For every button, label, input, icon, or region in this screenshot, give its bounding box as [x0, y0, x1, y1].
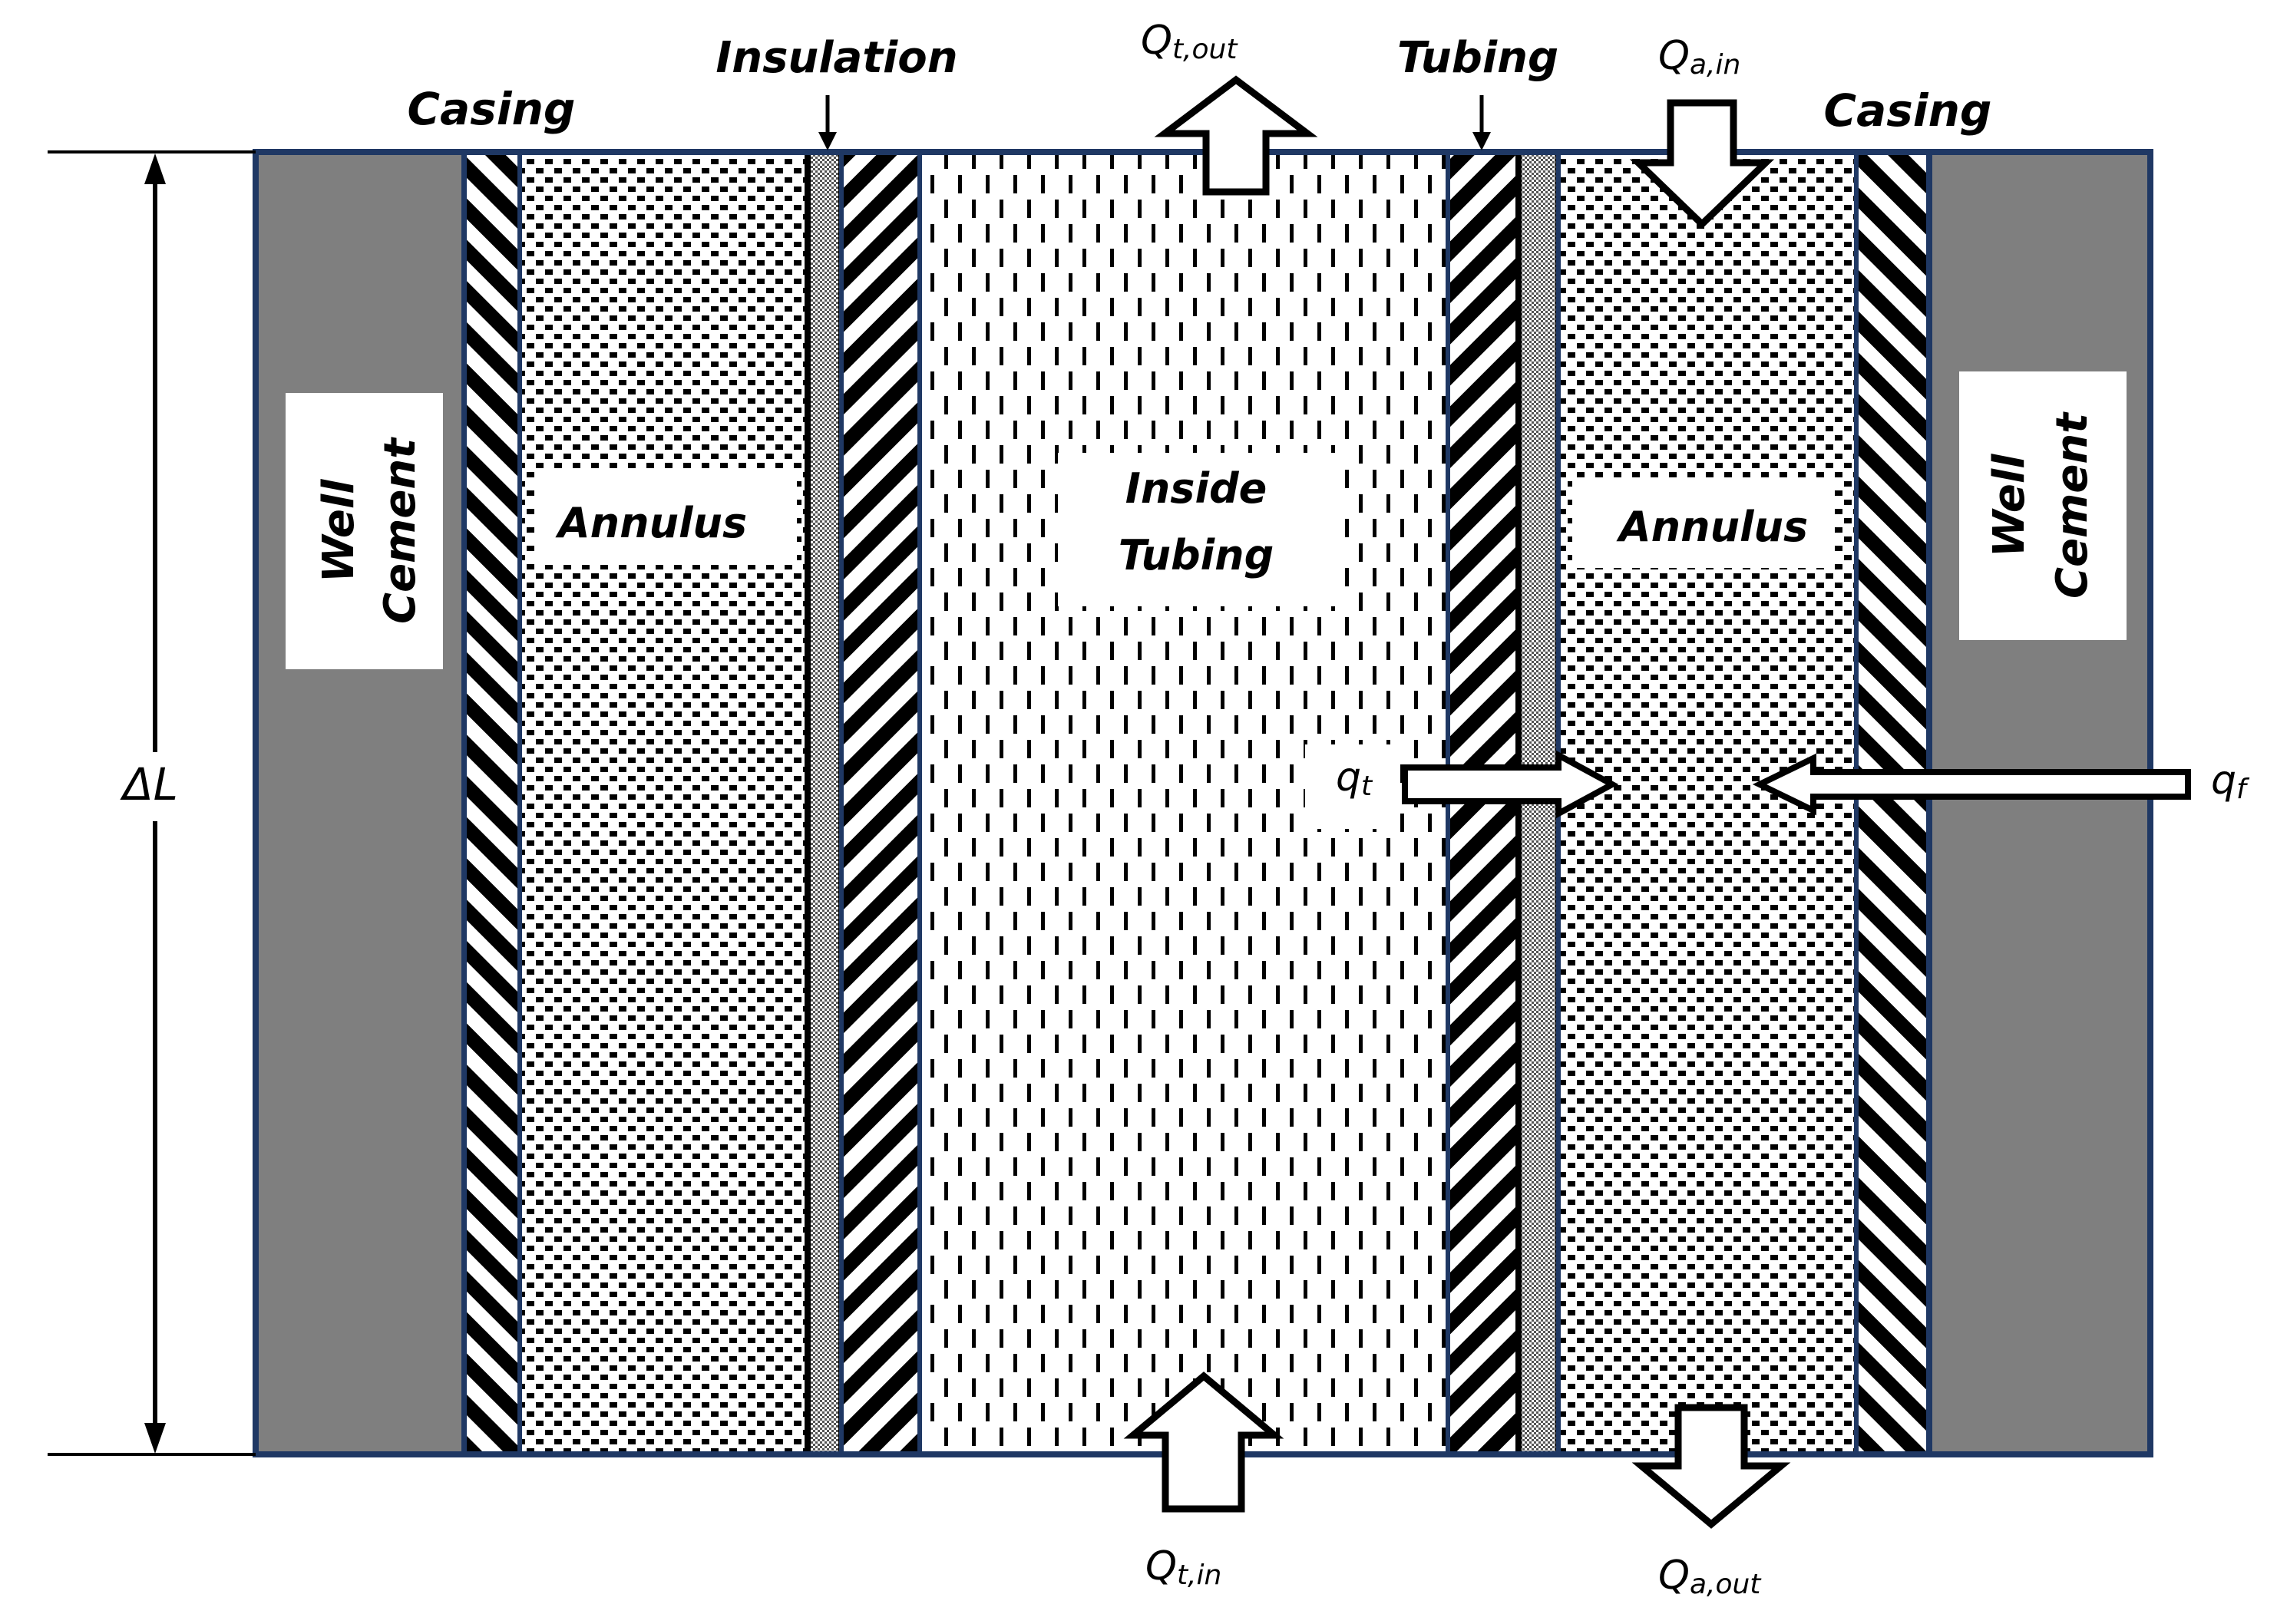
casing-left	[462, 150, 522, 1457]
annulus-left-label: Annulus	[555, 499, 747, 547]
q-f-subscript: f	[2236, 774, 2250, 805]
q-t-out-arrow-icon	[1154, 75, 1318, 196]
well-cement-left-label-2: Cement	[375, 437, 425, 624]
q-t-out-label: Qt,out	[1141, 18, 1238, 65]
insulation-label: Insulation	[715, 33, 957, 83]
q-a-in-label: Qa,in	[1658, 33, 1740, 81]
tubing-wall-left	[839, 150, 922, 1457]
q-t-in-subscript: t,in	[1177, 1560, 1221, 1591]
cement-left-label-box	[286, 393, 443, 669]
annulus-left	[517, 150, 810, 1457]
q-t-out-subscript: t,out	[1172, 34, 1238, 65]
casing-right-label: Casing	[1824, 84, 1992, 137]
delta-l-label: ΔL	[120, 758, 178, 810]
q-t-in-label: Qt,in	[1145, 1543, 1221, 1591]
q-t-arrow-icon	[1402, 750, 1619, 819]
q-f-arrow-icon	[1752, 753, 2191, 816]
insulation-pointer-icon	[818, 95, 837, 150]
tubing-pointer-icon	[1472, 95, 1491, 150]
well-cement-right-label-1: Well	[1985, 454, 2034, 557]
q-a-in-subscript: a,in	[1690, 49, 1740, 81]
cement-right-label-box	[1959, 371, 2127, 640]
well-cement-left	[253, 149, 468, 1457]
casing-left-label: Casing	[408, 83, 576, 135]
inside-tubing-label-box	[1058, 453, 1342, 606]
inside-tubing-label-2: Tubing	[1119, 531, 1274, 579]
q-t-subscript: t	[1361, 771, 1373, 802]
insulation-left	[805, 149, 844, 1457]
inside-tubing-label-1: Inside	[1125, 464, 1267, 513]
q-a-out-arrow-icon	[1631, 1404, 1791, 1529]
delta-l-dimension	[48, 150, 256, 1456]
well-cement-right-label-2: Cement	[2047, 411, 2097, 599]
q-f-label: qf	[2211, 758, 2250, 805]
q-a-out-subscript: a,out	[1690, 1569, 1762, 1600]
well-cement-right	[1926, 149, 2153, 1457]
annulus-right-label-box	[1572, 477, 1833, 568]
q-a-in-arrow-icon	[1629, 99, 1775, 229]
annulus-right-label: Annulus	[1616, 503, 1808, 551]
q-t-in-arrow-icon	[1123, 1371, 1284, 1513]
annulus-left-label-box	[536, 470, 797, 565]
q-t-label: qt	[1336, 754, 1373, 802]
q-a-out-label: Qa,out	[1658, 1553, 1762, 1600]
well-cement-left-label-1: Well	[314, 479, 364, 583]
q-t-label-box	[1305, 744, 1397, 829]
tubing-label: Tubing	[1397, 33, 1558, 83]
casing-right	[1854, 150, 1932, 1457]
